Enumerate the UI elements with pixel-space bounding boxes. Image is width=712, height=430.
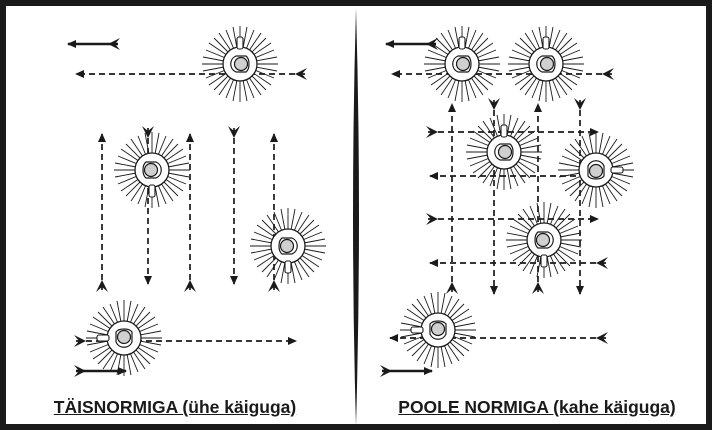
operator-with-spreader-icon [201,25,279,103]
operator-with-spreader-icon [249,207,327,285]
operator-with-spreader-icon [85,299,163,377]
operator-with-spreader-icon [505,201,583,279]
operator-with-spreader-icon [465,113,543,191]
operator-with-spreader-icon [557,131,635,209]
left-panel-caption: TÄISNORMIGA (ühe käiguga) [53,397,297,417]
operator-with-spreader-icon [113,131,191,209]
operator-with-spreader-icon [507,25,585,103]
operator-with-spreader-icon [399,291,477,369]
right-panel-caption: POOLE NORMIGA (kahe käiguga) [398,397,676,417]
operator-with-spreader-icon [423,25,501,103]
panel-divider [353,8,359,426]
